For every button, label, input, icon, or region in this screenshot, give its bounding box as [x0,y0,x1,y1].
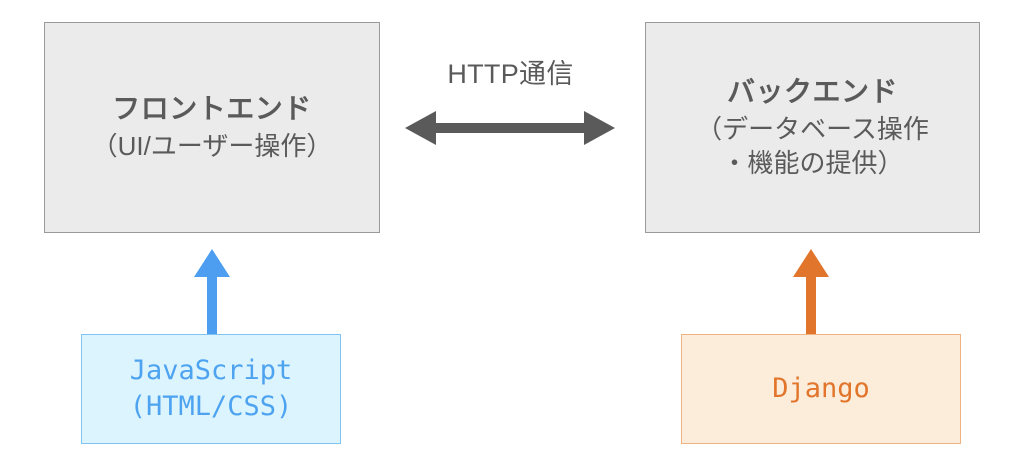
http-connection-label: HTTP通信 [447,59,574,89]
backend-subtitle-line-2: ・機能の提供） [721,148,904,178]
backend-subtitle: （データベース操作 ・機能の提供） [696,113,929,181]
django-label: Django [772,373,870,405]
backend-title: バックエンド [726,76,898,108]
frontend-title: フロントエンド [112,93,312,125]
javascript-label: JavaScript [129,355,293,387]
django-box: Django [681,334,961,444]
arrow-up-django-to-backend-icon [793,249,829,334]
frontend-box: フロントエンド （UI/ユーザー操作） [44,22,380,233]
javascript-sublabel: (HTML/CSS) [129,391,293,422]
javascript-box: JavaScript (HTML/CSS) [81,334,341,444]
double-arrow-icon [405,111,615,145]
backend-box: バックエンド （データベース操作 ・機能の提供） [645,22,980,233]
backend-subtitle-line-1: （データベース操作 [696,114,929,145]
arrow-up-javascript-to-frontend-icon [194,249,230,334]
frontend-subtitle: （UI/ユーザー操作） [91,131,333,162]
